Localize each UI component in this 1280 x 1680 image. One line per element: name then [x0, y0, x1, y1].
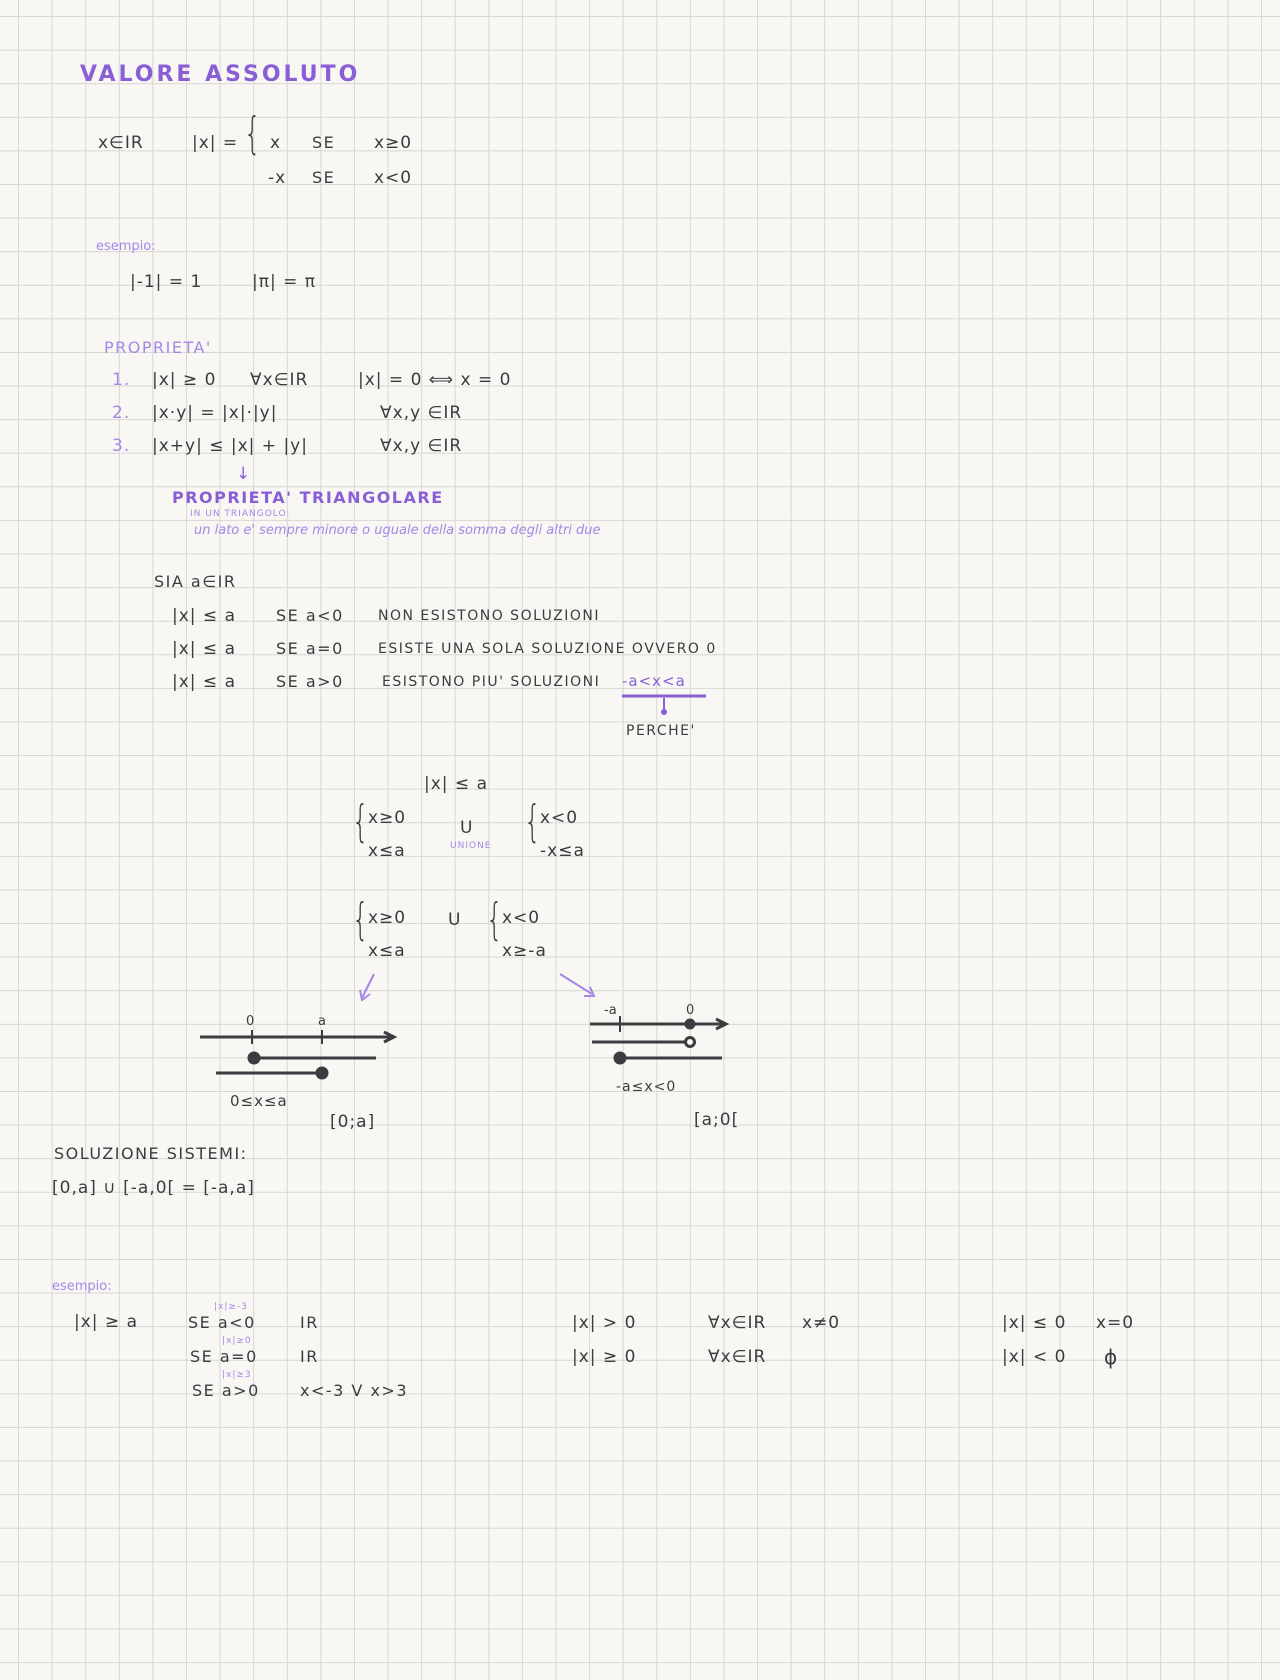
case-row-1-expr: |x| ≤ a: [172, 606, 236, 626]
case2-expr: -x: [268, 168, 287, 188]
example2-mid-1-b: ∀x∈IR: [708, 1313, 767, 1333]
right-number-line: [590, 1016, 730, 1065]
system1-brace: {: [352, 796, 369, 847]
triangle-title: PROPRIETA' TRIANGOLARE: [172, 488, 444, 507]
example2-main: |x| ≥ a: [74, 1312, 138, 1332]
example1-label: esempio:: [96, 239, 156, 254]
property-3-a: |x+y| ≤ |x| + |y|: [152, 436, 308, 456]
example2-mid-1-a: |x| > 0: [572, 1313, 637, 1333]
property-1-c: |x| = 0 ⟺ x = 0: [358, 370, 512, 390]
case-row-2-expr: |x| ≤ a: [172, 639, 236, 659]
example2-note-2: |x|≥0: [222, 1336, 252, 1346]
example2-res-2: IR: [300, 1347, 319, 1366]
left-zero-label: 0: [246, 1014, 255, 1029]
triangle-note: un lato e' sempre minore o uguale della …: [194, 523, 601, 538]
case2-se: SE: [312, 168, 336, 187]
system4-a: x<0: [502, 908, 541, 928]
case-row-1-desc: NON ESISTONO SOLUZIONI: [378, 608, 601, 624]
system3-a: x≥0: [368, 908, 407, 928]
solution-label: SOLUZIONE SISTEMI:: [54, 1144, 248, 1163]
example2-right-2-b: ϕ: [1104, 1345, 1119, 1369]
property-3-b: ∀x,y ∈IR: [380, 436, 463, 456]
system1-a: x≥0: [368, 808, 407, 828]
why-label: PERCHE': [626, 723, 696, 739]
union-symbol: U: [460, 818, 474, 838]
left-number-line: [200, 1030, 398, 1080]
page-title: VALORE ASSOLUTO: [80, 62, 361, 87]
right-zero-label: 0: [686, 1003, 695, 1018]
left-a-label: a: [318, 1014, 326, 1029]
union-label: UNIONE: [450, 841, 492, 851]
right-pointer-arrow-icon: [559, 973, 593, 995]
case1-se: SE: [312, 133, 336, 152]
example2-cond-2: SE a=0: [190, 1347, 258, 1366]
system3-brace: {: [352, 894, 369, 945]
right-inequality: -a≤x<0: [616, 1079, 677, 1095]
example2-note-3: |x|≥3: [222, 1370, 252, 1380]
example2-cond-3: SE a>0: [192, 1381, 260, 1400]
property-2-a: |x·y| = |x|·|y|: [152, 403, 278, 423]
system2-a: x<0: [540, 808, 579, 828]
example2-res-1: IR: [300, 1313, 319, 1332]
domain-text: x∈IR: [98, 133, 144, 153]
case2-cond: x<0: [374, 168, 413, 188]
left-pointer-arrow-icon: [361, 973, 375, 999]
example1-a: |-1| = 1: [130, 272, 203, 292]
properties-heading: PROPRIETA': [104, 338, 212, 357]
system2-b: -x≤a: [540, 841, 585, 861]
property-1-b: ∀x∈IR: [250, 370, 309, 390]
example1-b: |π| = π: [252, 272, 316, 292]
case-row-2-cond: SE a=0: [276, 639, 344, 658]
example2-mid-2-b: ∀x∈IR: [708, 1347, 767, 1367]
case-row-1-cond: SE a<0: [276, 606, 344, 625]
example2-res-3: x<-3 V x>3: [300, 1381, 408, 1400]
example2-right-2-a: |x| < 0: [1002, 1347, 1067, 1367]
example2-note-1: |x|≥-3: [214, 1302, 248, 1312]
case-range: -a<x<a: [622, 672, 686, 690]
definition-brace: {: [244, 108, 261, 159]
systems-top: |x| ≤ a: [424, 774, 488, 794]
right-neg-a-label: -a: [604, 1003, 617, 1018]
case-row-3-expr: |x| ≤ a: [172, 672, 236, 692]
triangle-sub: IN UN TRIANGOLO:: [190, 509, 291, 519]
left-interval: [0;a]: [330, 1112, 376, 1132]
solution-expr: [0,a] ∪ [-a,0[ = [-a,a]: [52, 1178, 255, 1198]
abs-lhs: |x| =: [192, 133, 239, 153]
system4-brace: {: [486, 894, 503, 945]
system1-b: x≤a: [368, 841, 406, 861]
property-2-num: 2.: [112, 403, 131, 423]
property-3-num: 3.: [112, 436, 131, 456]
example2-right-1-a: |x| ≤ 0: [1002, 1313, 1067, 1333]
system4-b: x≥-a: [502, 941, 547, 961]
example2-mid-2-a: |x| ≥ 0: [572, 1347, 637, 1367]
case1-cond: x≥0: [374, 133, 413, 153]
property-1-num: 1.: [112, 370, 131, 390]
example2-cond-1: SE a<0: [188, 1313, 256, 1332]
down-arrow-icon: ↓: [236, 464, 252, 484]
example2-mid-1-c: x≠0: [802, 1313, 841, 1333]
union-symbol-2: U: [448, 910, 462, 930]
cases-intro: SIA a∈IR: [154, 572, 237, 591]
right-interval: [a;0[: [694, 1110, 740, 1130]
left-inequality: 0≤x≤a: [230, 1092, 288, 1110]
property-1-a: |x| ≥ 0: [152, 370, 217, 390]
case-row-3-desc: ESISTONO PIU' SOLUZIONI: [382, 674, 601, 690]
system3-b: x≤a: [368, 941, 406, 961]
example2-right-1-b: x=0: [1096, 1313, 1135, 1333]
property-2-b: ∀x,y ∈IR: [380, 403, 463, 423]
case-row-2-desc: ESISTE UNA SOLA SOLUZIONE OVVERO 0: [378, 641, 717, 657]
case-row-3-cond: SE a>0: [276, 672, 344, 691]
example2-label: esempio:: [52, 1279, 112, 1294]
system2-brace: {: [524, 796, 541, 847]
case1-expr: x: [270, 133, 282, 153]
